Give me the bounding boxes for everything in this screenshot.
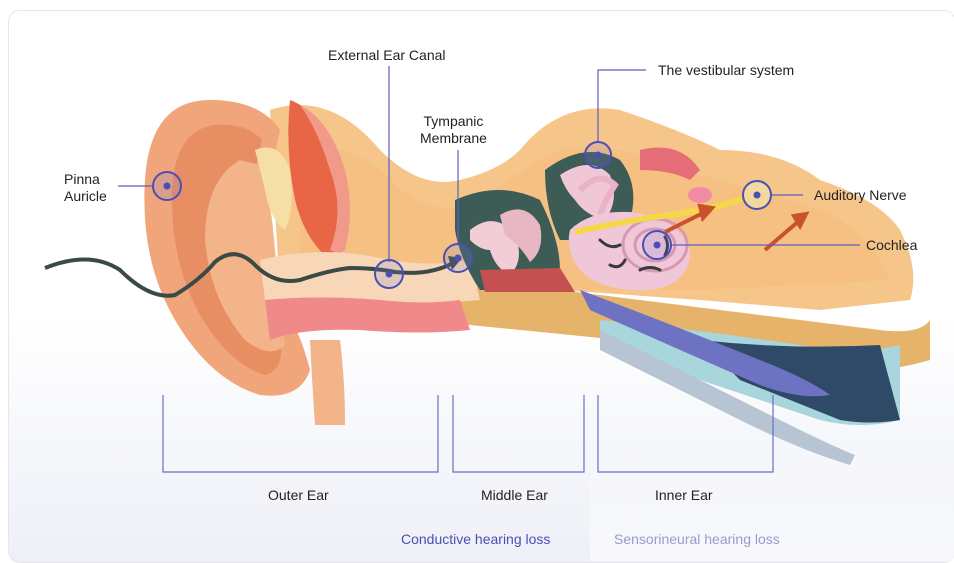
lobule-stub <box>310 340 345 425</box>
pinna-label: Pinna Auricle <box>64 171 107 205</box>
outer-ear-label: Outer Ear <box>268 487 329 504</box>
pinna-label-line1: Pinna <box>64 171 107 188</box>
middle-ear-label: Middle Ear <box>481 487 548 504</box>
cochlea-label: Cochlea <box>866 237 917 254</box>
sensorineural-hearing-loss-label: Sensorineural hearing loss <box>614 531 780 547</box>
middle-ear-floor <box>480 268 575 292</box>
pinna-label-line2: Auricle <box>64 188 107 205</box>
vestibular-system-label: The vestibular system <box>658 62 794 79</box>
nerve-node <box>688 187 712 203</box>
tympanic-label-line2: Membrane <box>420 130 487 147</box>
conductive-hearing-loss-label: Conductive hearing loss <box>401 531 550 547</box>
external-ear-canal-label: External Ear Canal <box>328 47 446 64</box>
tympanic-membrane-label: Tympanic Membrane <box>420 113 487 147</box>
section-brackets <box>163 395 773 472</box>
auditory-nerve-label: Auditory Nerve <box>814 187 907 204</box>
inner-ear-label: Inner Ear <box>655 487 713 504</box>
tympanic-label-line1: Tympanic <box>420 113 487 130</box>
